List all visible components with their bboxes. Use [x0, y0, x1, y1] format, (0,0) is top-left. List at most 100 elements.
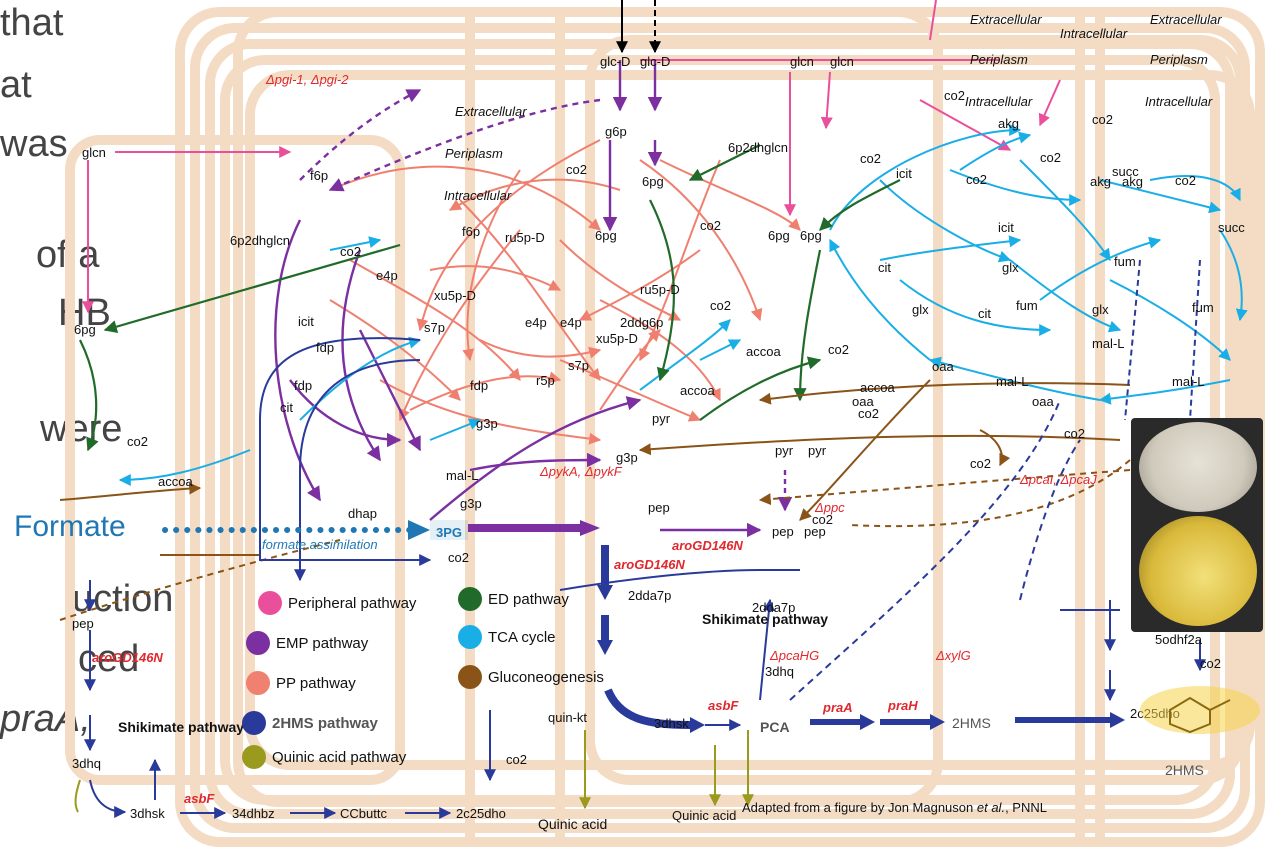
node-pyr-3: pyr: [808, 443, 827, 458]
node-cit-left: cit: [280, 400, 293, 415]
node-ru5p-2: ru5p-D: [640, 282, 680, 297]
shikimate-label-line: Shikimate pathway: [702, 611, 828, 627]
side-text-1: that: [0, 2, 64, 44]
node-f6p-1: f6p: [310, 168, 328, 183]
legend-tca-dot: [458, 625, 482, 649]
side-text-3: was: [0, 123, 68, 165]
node-3pg: g3p: [460, 496, 482, 511]
node-co2-10: co2: [828, 342, 849, 357]
node-fdp-2: fdp: [294, 378, 312, 393]
legend-2hms-dot: [242, 711, 266, 735]
node-3pg-target: 3PG: [436, 525, 462, 540]
peripheral-pathway-edges: [82, 0, 1061, 314]
node-pep-2: pep: [772, 524, 794, 539]
node-6pg-2: 6pg: [595, 228, 617, 243]
node-co2-2: co2: [1092, 112, 1113, 127]
node-g6p: g6p: [605, 124, 627, 139]
figure-credit: Adapted from a figure by Jon Magnuson et…: [742, 800, 1047, 815]
gene-pcaij: ΔpcaI, ΔpcaJ: [1019, 472, 1097, 487]
gene-praa: praA: [822, 700, 853, 715]
node-dhglcn-mid: 6p2dhglcn: [728, 140, 788, 155]
node-icit: icit: [896, 166, 912, 181]
node-6pg-left: 6pg: [74, 322, 96, 337]
legend-emp-label: EMP pathway: [276, 634, 369, 652]
node-6pg-4: 6pg: [800, 228, 822, 243]
shikimate-pathway-left-label: Shikimate pathway: [118, 719, 244, 735]
node-3dhsk-left: 3dhsk: [130, 806, 165, 821]
node-5odhf2a: 5odhf2a: [1155, 632, 1203, 647]
petri-dish-bottom: [1139, 516, 1257, 626]
side-text-6: were: [40, 408, 123, 450]
node-glcn: glcn: [82, 145, 106, 160]
node-2dda7p-2: 2dda7p: [752, 600, 795, 615]
node-oaa: oaa: [932, 359, 954, 374]
node-co2-11: co2: [858, 406, 879, 421]
legend-tca-label: TCA cycle: [488, 628, 556, 646]
node-g3p-2: g3p: [616, 450, 638, 465]
node-xu5p: xu5p-D: [434, 288, 476, 303]
node-fum: fum: [1114, 254, 1136, 269]
node-oaa-2: oaa: [852, 394, 874, 409]
label-periplasm-1: Periplasm: [970, 52, 1028, 67]
hms-pathway-edges: [84, 259, 1206, 819]
node-2c25dho: 2c25dho: [456, 806, 506, 821]
node-glx-3: glx: [1092, 302, 1109, 317]
node-succ-2: succ: [1218, 220, 1245, 235]
node-accoa-mid: accoa: [680, 383, 715, 398]
petri-dish-photo: [1131, 418, 1263, 632]
node-6pg-3: 6pg: [768, 228, 790, 243]
node-dhglcn-left: 6p2dhglcn: [230, 233, 290, 248]
credit-prefix: Adapted from a figure by Jon Magnuson: [742, 800, 977, 815]
node-xu5p-2: xu5p-D: [596, 331, 638, 346]
node-co2-15: co2: [448, 550, 469, 565]
gene-aro-2: aroGD146N: [614, 557, 685, 572]
node-2ddg6p: 2ddg6p: [620, 315, 663, 330]
hms-structure-box: [1130, 680, 1265, 740]
node-succ: succ: [1112, 164, 1139, 179]
node-accoa-3: accoa: [860, 380, 895, 395]
node-glx: glx: [1002, 260, 1019, 275]
node-icit-left: icit: [298, 314, 314, 329]
node-co2-1: co2: [944, 88, 965, 103]
node-mal: mal-L: [1092, 336, 1125, 351]
side-text-2: at: [0, 64, 32, 106]
node-3dhq-left: 3dhq: [72, 756, 101, 771]
legend-quinic-label: Quinic acid pathway: [272, 748, 407, 766]
node-glcn-2: glcn: [790, 54, 814, 69]
node-co2-14: co2: [812, 512, 833, 527]
node-ru5p: ru5p-D: [505, 230, 545, 245]
node-quinic-acid-2: Quinic acid: [672, 808, 736, 823]
node-oaa-3: oaa: [1032, 394, 1054, 409]
node-s7p: s7p: [424, 320, 445, 335]
legend-item-peripheral: Peripheral pathway: [258, 591, 416, 615]
node-mal-3: mal-L: [1172, 374, 1205, 389]
node-co2-9: co2: [710, 298, 731, 313]
node-glc-d: glc-D: [600, 54, 630, 69]
node-e4p-3: e4p: [560, 315, 582, 330]
node-co2-13: co2: [970, 456, 991, 471]
node-akg-3: akg: [1122, 174, 1143, 189]
node-r5p: r5p: [536, 373, 555, 388]
node-2dda7p: 2dda7p: [628, 588, 671, 603]
formate-label: Formate: [14, 510, 126, 543]
node-pca: PCA: [760, 719, 790, 735]
node-co2-18: co2: [506, 752, 527, 767]
emp-pathway-edges: [274, 60, 793, 538]
label-intracellular-2: Intracellular: [965, 94, 1033, 109]
legend-quinic-dot: [242, 745, 266, 769]
node-pep: pep: [648, 500, 670, 515]
legend-gluconeogenesis-dot: [458, 665, 482, 689]
label-extracellular-3: Extracellular: [455, 104, 527, 119]
node-dhap: dhap: [348, 506, 377, 521]
node-f6p-2: f6p: [462, 224, 480, 239]
node-34dhbz: 34dhbz: [232, 806, 275, 821]
legend-gluconeogenesis-label: Gluconeogenesis: [488, 668, 604, 686]
legend-item-tca: TCA cycle: [458, 625, 556, 649]
pp-pathway-edges: [329, 139, 801, 445]
legend-item-ed: ED pathway: [458, 587, 569, 611]
legend-item-quinic: Quinic acid pathway: [242, 745, 406, 769]
node-co2-8: co2: [700, 218, 721, 233]
label-periplasm-3: Periplasm: [445, 146, 503, 161]
entry-arrows: [616, 0, 661, 54]
gene-pcahg: ΔpcaHG: [769, 648, 819, 663]
